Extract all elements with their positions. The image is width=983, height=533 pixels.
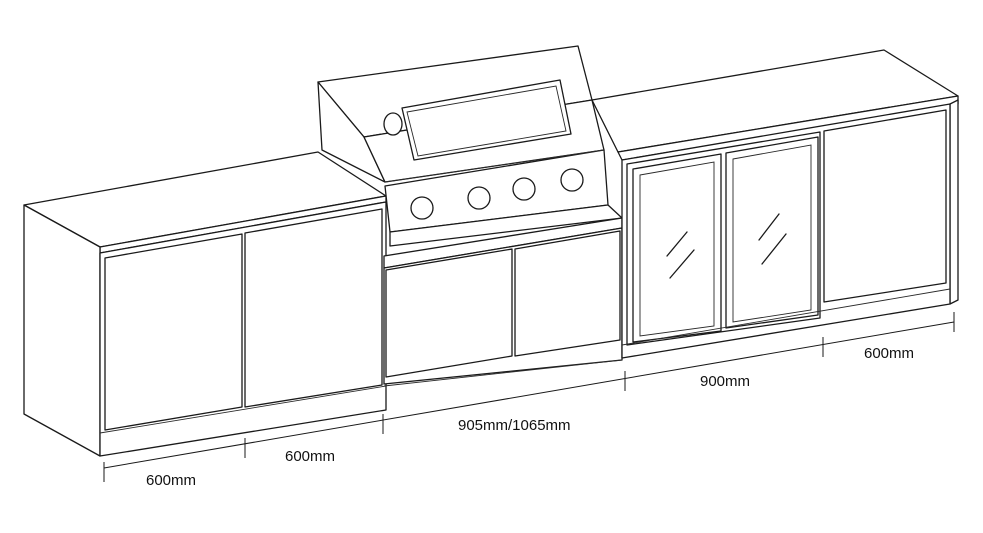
left-door-1 [104,233,243,431]
glass-reflection-1 [666,231,688,257]
dim-label-bbq: 905mm/1065mm [458,417,571,434]
bbq-cabinet [317,45,623,387]
bbq-knob-3-icon [512,177,536,201]
left-door-2 [244,208,383,408]
bbq-knob-2-icon [467,186,491,210]
fridge-door-2 [725,136,819,329]
bbq-knob-1-icon [410,196,434,220]
right-bench [591,49,959,359]
dim-label-left-2: 600mm [285,448,335,465]
dim-label-right: 600mm [864,345,914,362]
left-bench [23,151,387,457]
bbq-window [401,79,572,161]
dimension-lines [103,312,955,482]
left-side-panel [23,204,101,457]
bbq-door-1 [385,248,513,378]
dim-label-left-1: 600mm [146,472,196,489]
dim-label-fridge: 900mm [700,373,750,390]
fridge-door-1 [632,153,722,343]
bbq-knob-4-icon [560,168,584,192]
glass-reflection-2 [758,213,780,241]
dimension-labels: 600mm 600mm 905mm/1065mm 900mm 600mm [146,345,914,489]
bbq-door-2 [514,230,621,357]
right-door [823,109,947,303]
bbq-thermometer-icon [383,112,403,136]
